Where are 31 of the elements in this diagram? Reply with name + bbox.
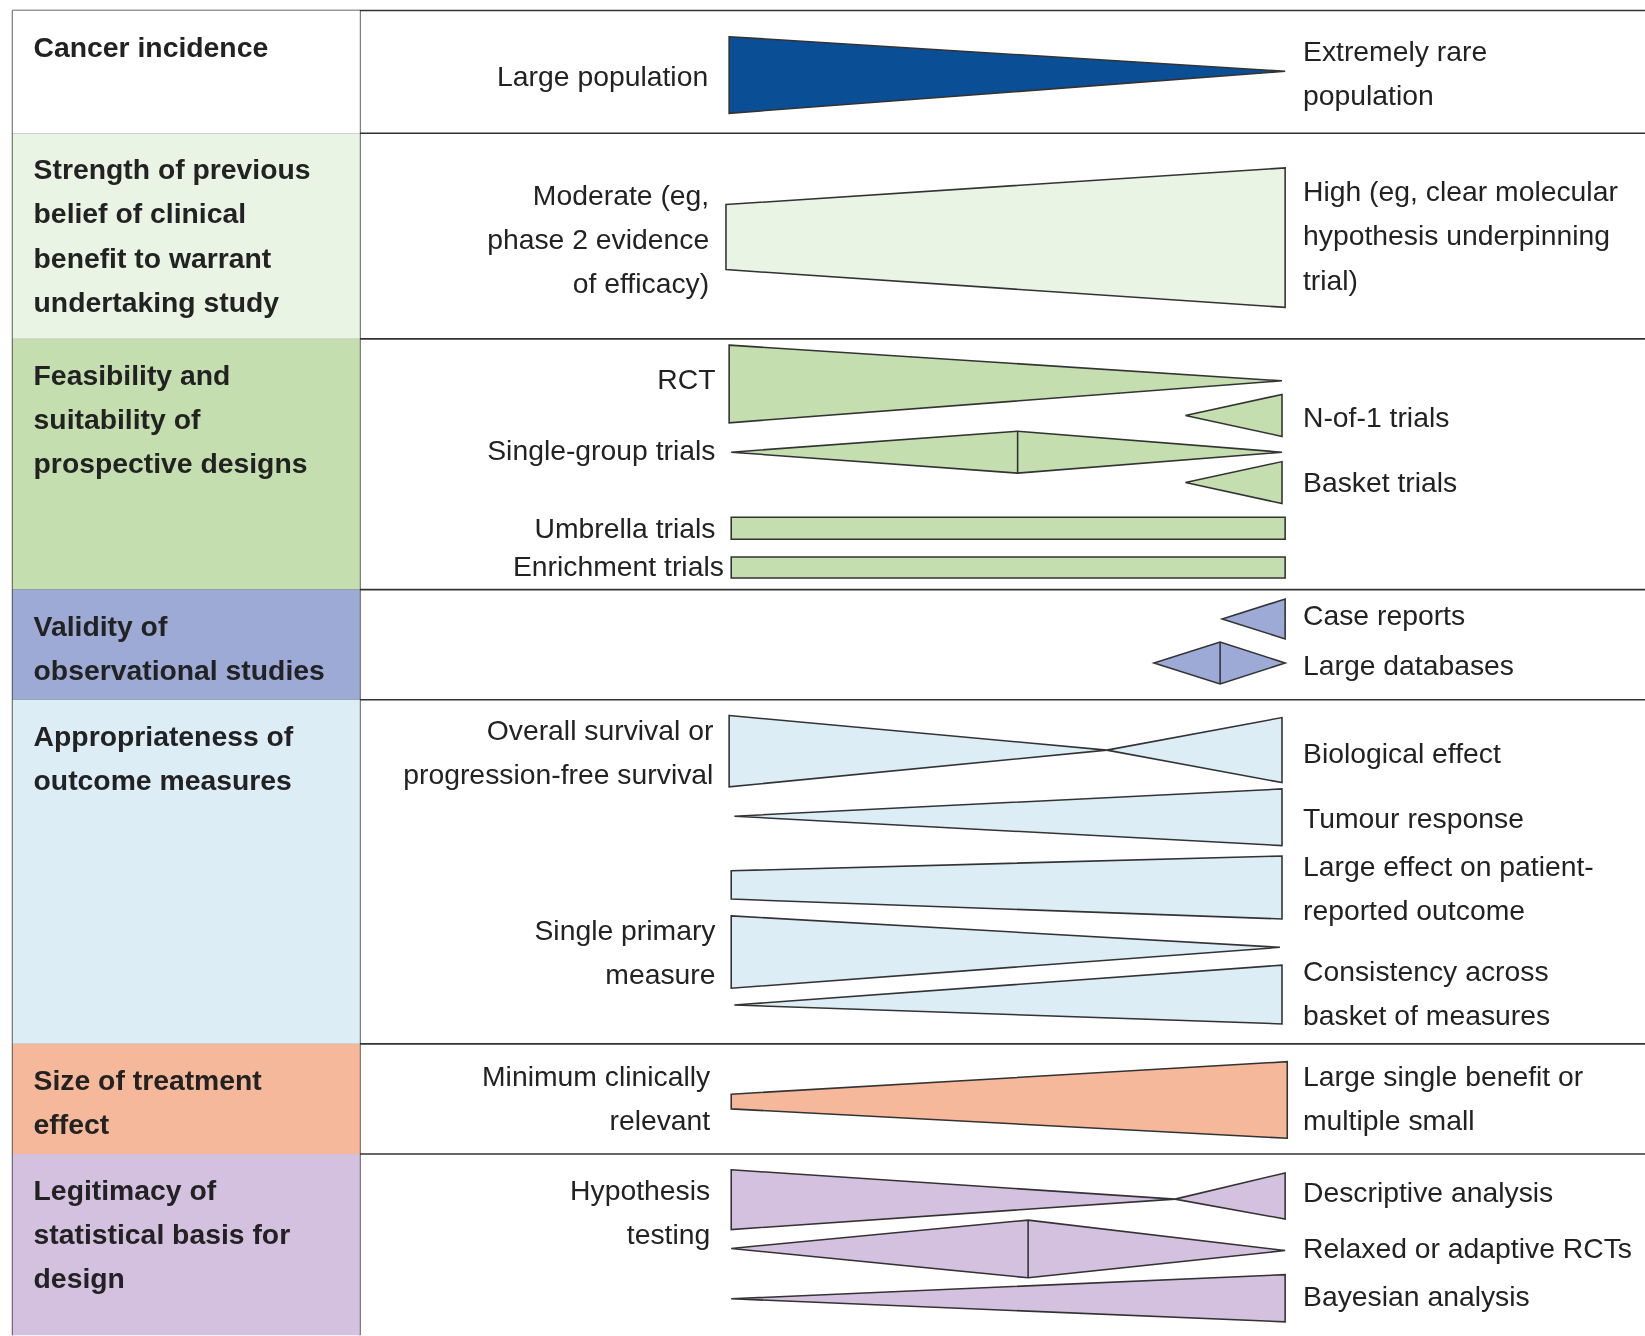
row-header-cell: Size of treatment effect [12,1043,360,1154]
scale-label: Extremely rare population [1303,34,1489,114]
scale-label: High (eg, clear molecular hypothesis underpinning trial) [1303,175,1619,298]
scale-label: Descriptive analysis [1303,1176,1554,1211]
scale-label: Tumour response [1303,801,1524,837]
scale-label: Hypothesis testing [569,1174,711,1253]
row-header-cell: Legitimacy of statistical basis for design [12,1154,360,1336]
scale-label: Overall survival or progression-free survival [402,713,714,792]
scale-label: Bayesian analysis [1303,1279,1530,1315]
scale-label: Large population [497,59,709,95]
scale-label: Large effect on patient-reported outcome [1303,849,1595,929]
row-header-cell: Cancer incidence [12,10,360,134]
row-header-cell: Feasibility and suitability of prospective designs [12,338,360,590]
scale-label: Relaxed or adaptive RCTs [1303,1231,1633,1267]
scale-label: Moderate (eg, phase 2 evidence of efficacy) [486,178,710,301]
scale-label: Single-group trials [487,433,716,468]
scale-label: Consistency across basket of measures [1303,954,1552,1034]
scale-label: Large single benefit or multiple small [1303,1059,1585,1139]
scale-label: Basket trials [1303,465,1458,501]
row-header-cell: Validity of observational studies [12,589,360,700]
scale-label: N-of-1 trials [1303,400,1450,436]
row-header-cell: Strength of previous belief of clinical benefit to warrant undertaking study [12,133,360,339]
scale-label: Minimum clinically relevant [481,1059,711,1139]
scale-label: Case reports [1303,599,1466,634]
scale-label: Biological effect [1303,736,1501,771]
scale-label: Umbrella trials [534,512,716,547]
scale-label: Large databases [1303,648,1514,683]
scale-label: Enrichment trials [512,549,724,585]
scale-label: RCT [657,363,716,398]
row-header-cell: Appropriateness of outcome measures [12,699,360,1044]
scale-label: Single primary measure [533,913,716,993]
